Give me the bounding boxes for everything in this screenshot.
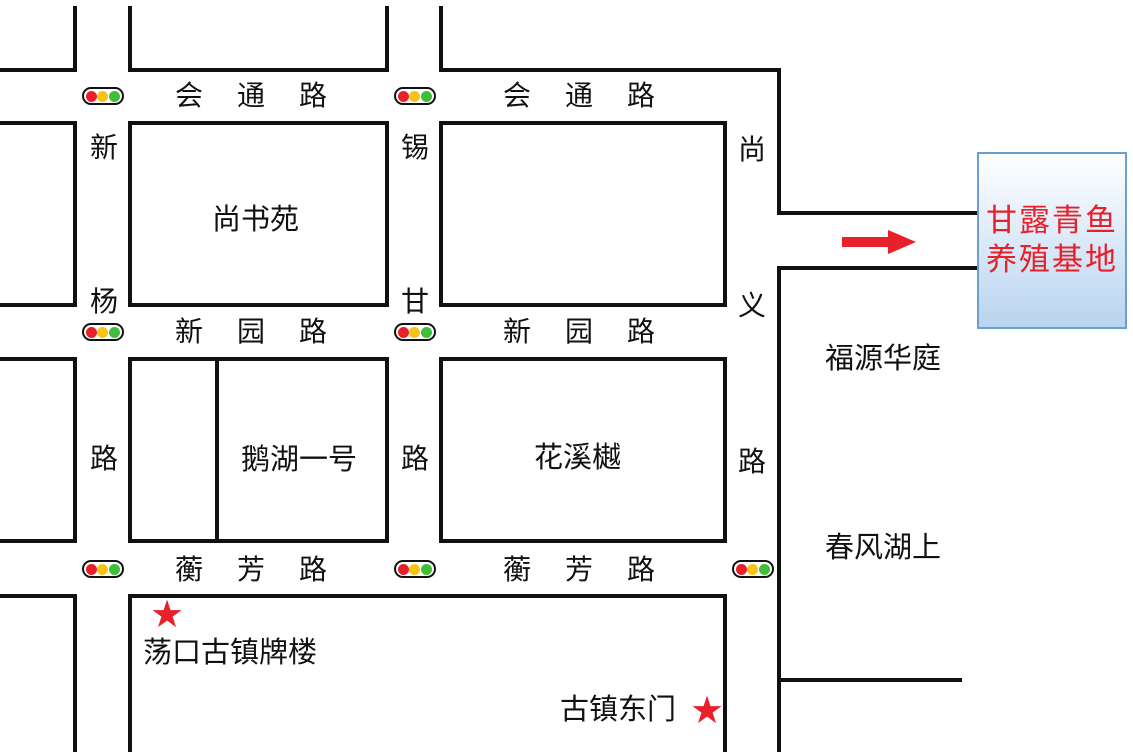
place-label-shangshuyuan: 尚书苑 xyxy=(212,202,300,236)
place-label-paifang: 荡口古镇牌楼 xyxy=(143,635,318,669)
road-label-hengfang-left: 蘅芳路 xyxy=(175,553,362,586)
road-label-shangyi-char: 路 xyxy=(738,445,767,478)
traffic-light-icon xyxy=(732,560,774,578)
traffic-light-icon xyxy=(394,560,436,578)
star-icon: ★ xyxy=(690,688,725,732)
road-label-huitong-right: 会通路 xyxy=(503,79,690,112)
road-label-xinyuan-left: 新园路 xyxy=(175,315,362,348)
road-lines xyxy=(0,6,977,752)
road-label-xigan-char: 甘 xyxy=(401,285,430,318)
traffic-light-icon xyxy=(82,560,124,578)
road-label-xinyang-char: 路 xyxy=(90,442,119,475)
road-label-hengfang-right: 蘅芳路 xyxy=(503,553,690,586)
road-label-huitong-left: 会通路 xyxy=(175,79,362,112)
place-label-huaxi: 花溪樾 xyxy=(534,440,622,474)
place-label-fuyuan: 福源华庭 xyxy=(825,341,942,375)
traffic-light-icon xyxy=(82,323,124,341)
road-label-xinyuan-right: 新园路 xyxy=(503,315,690,348)
traffic-light-icon xyxy=(82,87,124,105)
destination-line-2: 养殖基地 xyxy=(986,241,1118,278)
place-label-chunfeng: 春风湖上 xyxy=(825,530,942,564)
traffic-light-icon xyxy=(394,87,436,105)
place-label-dongmen: 古镇东门 xyxy=(560,692,677,726)
road-label-shangyi-char: 尚 xyxy=(738,133,767,166)
road-label-shangyi-char: 义 xyxy=(738,289,767,322)
road-label-xigan-char: 路 xyxy=(401,442,430,475)
arrow-right-icon xyxy=(842,230,916,254)
place-label-ehu-yihao: 鹅湖一号 xyxy=(241,442,358,476)
destination-box: 甘露青鱼 养殖基地 xyxy=(977,152,1127,329)
road-label-xinyang-char: 新 xyxy=(90,131,119,164)
traffic-light-icon xyxy=(394,323,436,341)
star-icon: ★ xyxy=(150,592,185,636)
destination-line-1: 甘露青鱼 xyxy=(986,202,1118,239)
road-label-xigan-char: 锡 xyxy=(401,131,430,164)
road-label-xinyang-char: 杨 xyxy=(90,285,119,318)
